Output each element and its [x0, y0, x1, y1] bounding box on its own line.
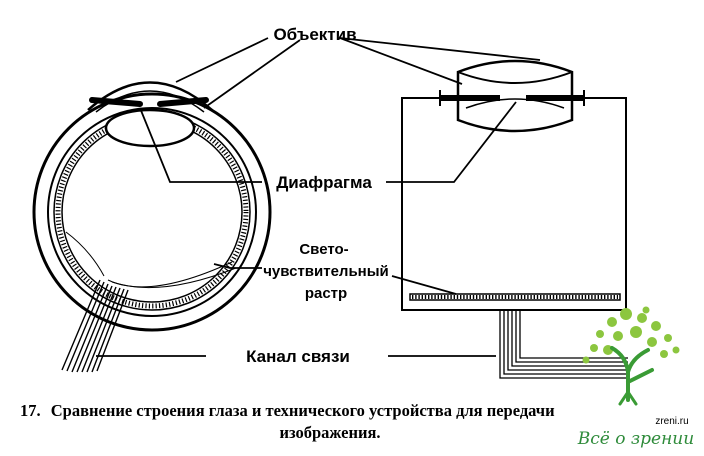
figure-number: 17. — [20, 401, 41, 420]
leader-objective-eye — [175, 37, 269, 83]
eye-figure — [32, 81, 272, 373]
leader-diaphragm-device — [386, 101, 517, 183]
label-raster-line2: чувствительный — [263, 263, 389, 280]
figure-caption-line2: изображения. — [279, 423, 380, 442]
leader-raster-eye — [213, 263, 262, 269]
eye-iris-right — [157, 97, 209, 107]
figure-caption-line1: 17. Сравнение строения глаза и техническ… — [20, 401, 555, 420]
watermark-text: Всё о зрении — [577, 429, 694, 449]
label-objective: Объектив — [273, 25, 356, 44]
leader-objective-eye-2 — [203, 39, 301, 109]
label-raster-line1: Свето- — [299, 241, 348, 258]
eye-iris-left — [89, 97, 143, 107]
eye-optic-nerve — [61, 279, 129, 373]
tree-person-icon — [582, 306, 680, 406]
watermark: zreni.ru Всё о зрении — [577, 306, 694, 449]
device-figure — [401, 59, 628, 379]
label-diaphragm: Диафрагма — [276, 173, 372, 192]
device-output-cable — [499, 310, 628, 379]
figure-caption-text: Сравнение строения глаза и технического … — [51, 401, 555, 420]
label-channel: Канал связи — [246, 347, 350, 366]
leader-diaphragm-eye — [139, 107, 262, 183]
eye-lens — [104, 108, 196, 148]
label-raster-line3: растр — [305, 285, 347, 302]
device-lens-housing — [456, 59, 574, 133]
eye-cornea — [87, 81, 213, 111]
leader-objective-device — [339, 37, 463, 85]
eye-retina-fibers — [65, 231, 237, 289]
eye-retina-inner — [61, 121, 243, 303]
leader-raster-device — [391, 275, 457, 295]
device-raster — [409, 293, 621, 301]
device-lens-top-curve — [457, 71, 573, 84]
device-lens-inner-curve — [465, 98, 565, 109]
watermark-domain: zreni.ru — [655, 416, 688, 427]
eye-middle-layer — [47, 107, 257, 317]
leader-objective-device-2 — [339, 37, 541, 61]
eye-outer-shell — [32, 92, 272, 332]
leader-lines — [96, 37, 541, 357]
